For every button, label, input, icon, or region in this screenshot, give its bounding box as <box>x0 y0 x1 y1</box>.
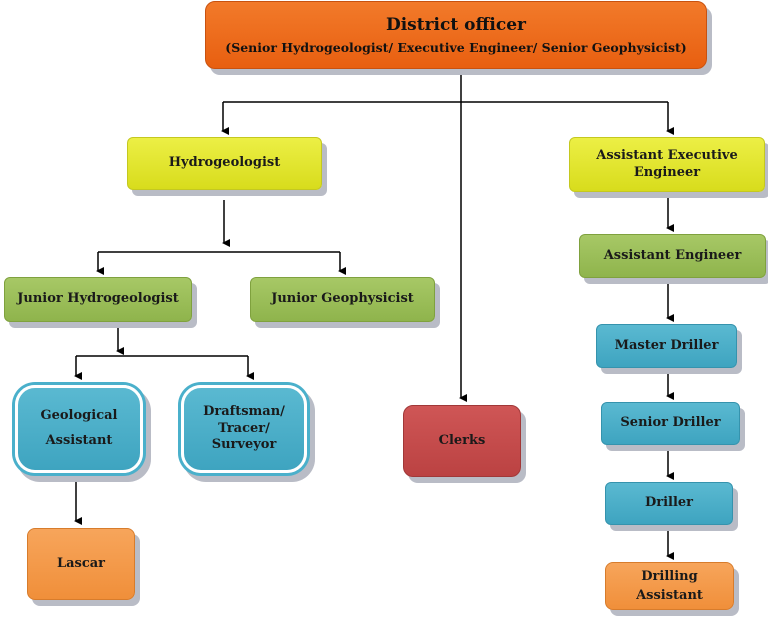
senior-driller-label: Senior Driller <box>620 415 721 431</box>
drilling-assistant-box: Drilling Assistant <box>605 562 734 610</box>
clerks-label: Clerks <box>438 432 486 448</box>
assistant-executive-engineer-line1: Assistant Executive <box>596 148 738 164</box>
draftsman-box: Draftsman/ Tracer/ Surveyor <box>181 385 307 473</box>
junior-hydrogeologist-label: Junior Hydrogeologist <box>17 291 179 307</box>
driller-box: Driller <box>605 482 733 525</box>
draftsman-line1: Draftsman/ <box>203 403 285 419</box>
hydrogeologist-box: Hydrogeologist <box>127 137 322 190</box>
draftsman-line2: Tracer/ <box>218 420 270 436</box>
geological-assistant-box: Geological Assistant <box>15 385 143 473</box>
assistant-engineer-box: Assistant Engineer <box>579 234 766 278</box>
geological-assistant-line2: Assistant <box>45 433 113 448</box>
master-driller-label: Master Driller <box>614 337 719 353</box>
lascar-label: Lascar <box>56 555 106 571</box>
geological-assistant-line1: Geological <box>40 408 118 424</box>
junior-geophysicist-label: Junior Geophysicist <box>271 291 414 307</box>
lascar-box: Lascar <box>27 528 135 600</box>
hydrogeologist-label: Hydrogeologist <box>168 155 281 171</box>
district-officer-subtitle: (Senior Hydrogeologist/ Executive Engine… <box>225 39 687 55</box>
junior-hydrogeologist-box: Junior Hydrogeologist <box>4 277 192 322</box>
district-officer-title: District officer <box>385 14 527 35</box>
assistant-executive-engineer-box: Assistant Executive Engineer <box>569 137 765 192</box>
assistant-executive-engineer-line2: Engineer <box>633 164 701 180</box>
assistant-engineer-label: Assistant Engineer <box>603 247 742 263</box>
drilling-assistant-line2: Assistant <box>636 588 703 603</box>
master-driller-box: Master Driller <box>596 324 737 368</box>
clerks-box: Clerks <box>403 405 521 477</box>
driller-label: Driller <box>644 495 694 511</box>
district-officer-box: District officer (Senior Hydrogeologist/… <box>205 1 707 69</box>
junior-geophysicist-box: Junior Geophysicist <box>250 277 435 322</box>
senior-driller-box: Senior Driller <box>601 402 740 445</box>
drilling-assistant-line1: Drilling <box>641 568 698 584</box>
draftsman-line3: Surveyor <box>211 437 277 453</box>
